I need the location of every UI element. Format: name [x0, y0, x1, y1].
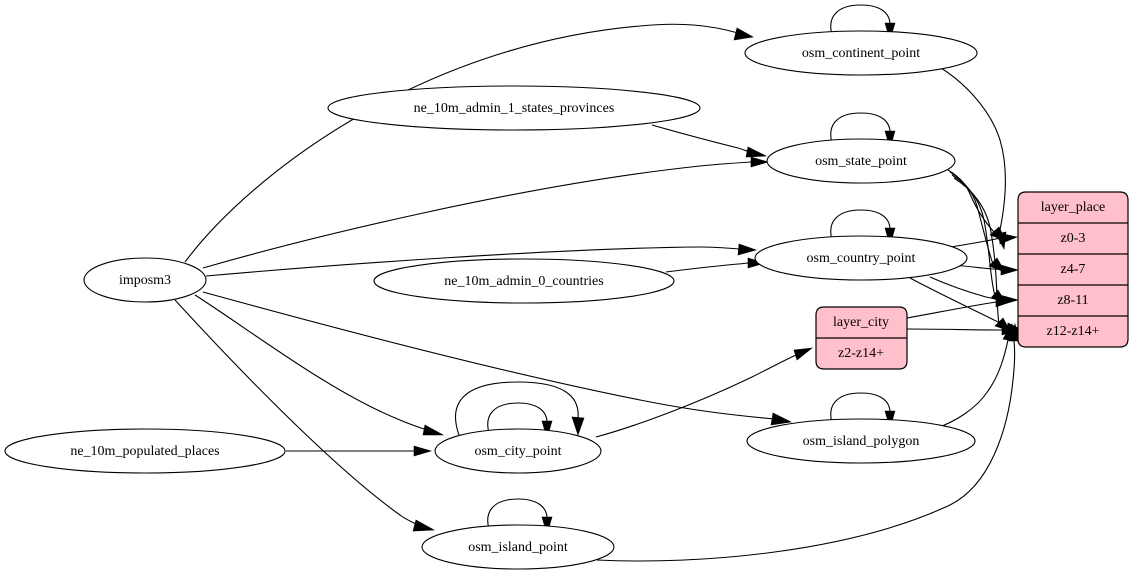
edge-ne_10m_admin_0_countries-to-osm_country_point: [665, 262, 750, 273]
node-imposm3[interactable]: imposm3: [83, 257, 207, 303]
edge-layer_city-to-layer_place-z8-11: [906, 301, 997, 319]
record-row-z8-11: z8-11: [1057, 293, 1088, 308]
edge-osm_island_polygon-to-layer_place-z12-z14: [933, 339, 1009, 430]
node-osm_country_point[interactable]: osm_country_point: [754, 235, 968, 281]
record-row-z2-z14: z2-z14+: [838, 346, 884, 361]
edge-imposm3-to-osm_island_point: [174, 299, 419, 526]
edge-imposm3-to-osm_country_point: [205, 246, 740, 277]
arrowhead: [733, 27, 754, 41]
arrowhead: [412, 519, 436, 532]
arrowhead: [541, 420, 553, 440]
arrowhead: [745, 146, 768, 158]
edge-ne_10m_admin_1_states_provinces-to-osm_state_point: [651, 124, 751, 153]
record-header-label: layer_place: [1041, 200, 1106, 215]
node-label: osm_island_point: [468, 540, 568, 555]
node-label: imposm3: [119, 273, 171, 288]
edge-osm_city_point-to-layer_city-z2-z14: [595, 354, 797, 438]
edge-osm_state_point-to-layer_place-z8-11: [951, 174, 996, 297]
edge-osm_island_point-to-layer_place-z12-z14: [596, 340, 1016, 562]
node-label: osm_continent_point: [802, 46, 920, 61]
edge-osm_country_point-to-layer_place-z4-7: [952, 264, 1003, 271]
record-header-label: layer_city: [833, 315, 889, 330]
selfloop-osm_city_point-inner: [487, 402, 548, 434]
arrowhead: [750, 156, 770, 168]
node-layer: imposm3 ne_10m_admin_1_states_provinces …: [4, 30, 978, 570]
node-ne_10m_admin_1_states_provinces[interactable]: ne_10m_admin_1_states_provinces: [327, 85, 701, 131]
arrowhead: [571, 416, 585, 436]
node-shape-ellipse[interactable]: [4, 428, 286, 474]
edge-imposm3-to-osm_island_polygon: [202, 291, 776, 420]
node-label: osm_island_polygon: [803, 434, 920, 449]
edge-osm_state_point-to-layer_place-z0-3: [947, 169, 995, 233]
node-osm_state_point[interactable]: osm_state_point: [766, 138, 956, 184]
node-shape-ellipse[interactable]: [373, 258, 675, 304]
node-shape-ellipse[interactable]: [421, 524, 615, 570]
arrowhead: [422, 424, 445, 436]
record-row-z0-3: z0-3: [1061, 231, 1086, 246]
selfloop-osm_island_point: [487, 498, 548, 530]
record-node-layer: layer_place z0-3 z4-7 z8-11 z12-z14+ lay…: [815, 191, 1129, 370]
selfloop-osm_country_point: [830, 209, 891, 241]
node-label: ne_10m_admin_0_countries: [444, 274, 603, 289]
arrowhead: [737, 243, 757, 256]
edge-osm_country_point-to-layer_place-z12-z14: [909, 277, 1010, 329]
edge-layer_city-to-layer_place-z12-z14: [906, 328, 1003, 331]
record-row-z4-7: z4-7: [1061, 262, 1086, 277]
arrowhead: [793, 347, 813, 361]
node-osm_city_point[interactable]: osm_city_point: [434, 428, 602, 474]
edge-imposm3-to-osm_city_point: [194, 294, 428, 431]
edge-osm_country_point-to-layer_place-z0-3: [950, 237, 1001, 248]
node-label: osm_state_point: [815, 154, 907, 169]
edge-layer: [174, 4, 1026, 562]
edge-osm_country_point-to-layer_place-z8-11: [929, 276, 1002, 301]
node-shape-ellipse[interactable]: [327, 85, 701, 131]
node-shape-ellipse[interactable]: [766, 138, 956, 184]
arrowhead: [995, 296, 1015, 308]
node-label: osm_country_point: [807, 251, 916, 266]
node-label: ne_10m_populated_places: [70, 444, 219, 459]
node-label: osm_city_point: [474, 444, 561, 459]
arrowhead: [998, 232, 1018, 245]
edge-osm_continent_point-to-layer_place-z0-3: [935, 64, 1006, 236]
selfloop-osm_continent_point: [830, 4, 891, 36]
node-shape-ellipse[interactable]: [754, 235, 968, 281]
node-osm_continent_point[interactable]: osm_continent_point: [744, 30, 978, 76]
record-outline[interactable]: [1017, 191, 1129, 348]
edge-imposm3-to-osm_continent_point: [184, 23, 739, 263]
arrowhead: [413, 445, 433, 457]
node-ne_10m_populated_places[interactable]: ne_10m_populated_places: [4, 428, 286, 474]
record-node-layer_city[interactable]: layer_city z2-z14+: [815, 306, 908, 370]
node-shape-ellipse[interactable]: [746, 418, 976, 464]
node-shape-ellipse[interactable]: [434, 428, 602, 474]
node-shape-ellipse[interactable]: [83, 257, 207, 303]
node-osm_island_point[interactable]: osm_island_point: [421, 524, 615, 570]
selfloop-osm_island_polygon: [830, 392, 891, 424]
record-node-layer_place[interactable]: layer_place z0-3 z4-7 z8-11 z12-z14+: [1017, 191, 1129, 348]
arrowhead: [1000, 264, 1020, 276]
node-osm_island_polygon[interactable]: osm_island_polygon: [746, 418, 976, 464]
node-label: ne_10m_admin_1_states_provinces: [414, 101, 615, 116]
arrowhead: [1008, 322, 1020, 342]
selfloop-osm_state_point: [830, 112, 891, 144]
record-row-z12-z14: z12-z14+: [1047, 324, 1100, 339]
node-shape-ellipse[interactable]: [744, 30, 978, 76]
arrowhead: [770, 412, 792, 426]
selfloop-osm_city_point-outer: [455, 381, 579, 436]
node-ne_10m_admin_0_countries[interactable]: ne_10m_admin_0_countries: [373, 258, 675, 304]
edge-imposm3-to-osm_state_point: [202, 161, 752, 269]
